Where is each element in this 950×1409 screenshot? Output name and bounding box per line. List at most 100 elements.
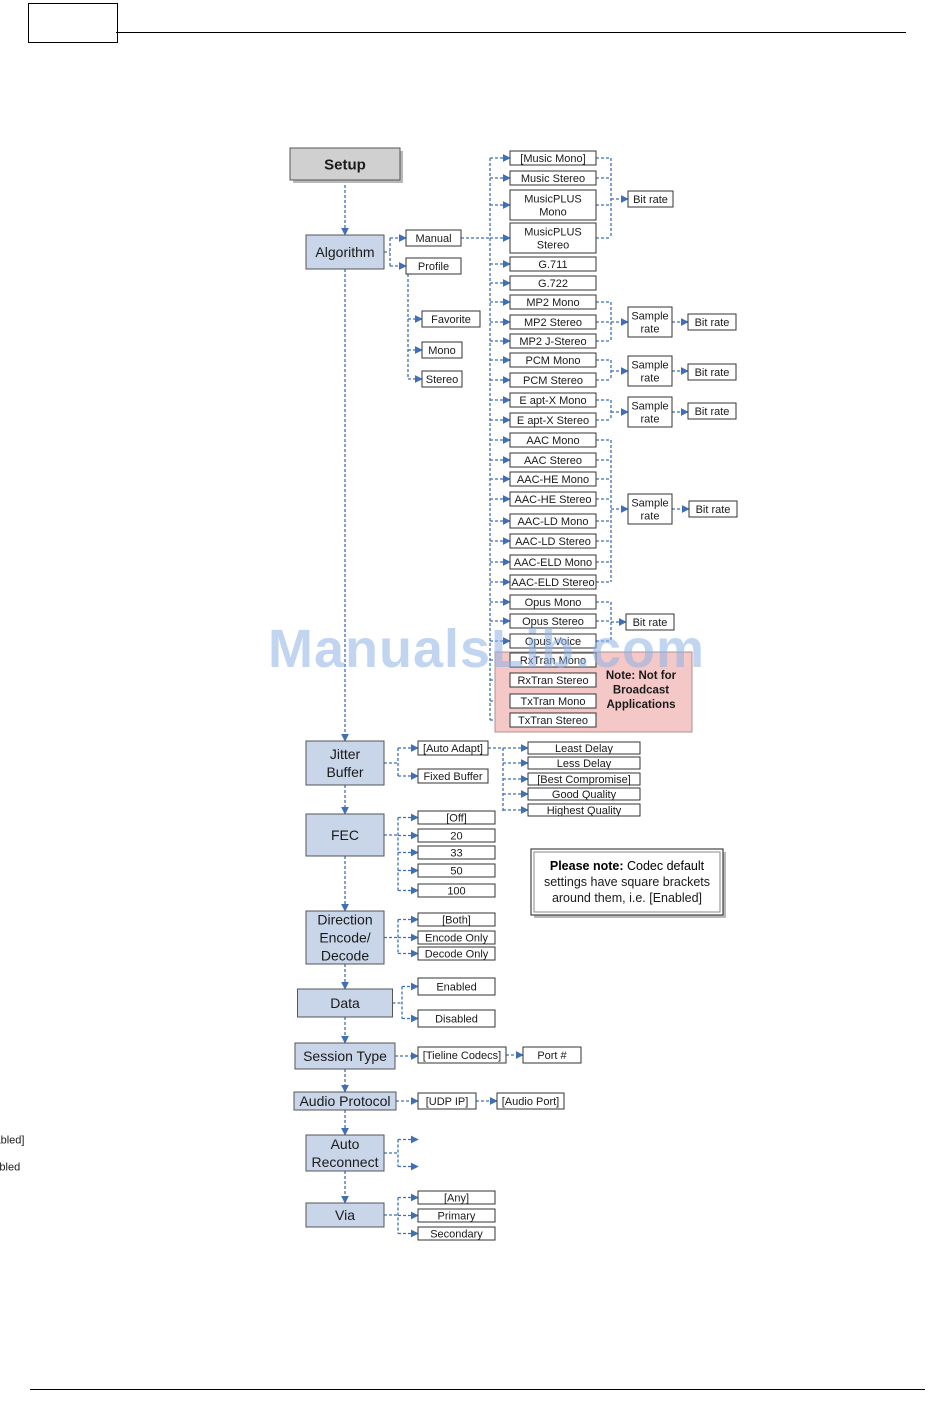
codec-option-14-label: AAC Stereo xyxy=(524,455,582,467)
main-node-setup-label: Setup xyxy=(324,156,366,173)
codec-option-2-label: Mono xyxy=(539,206,567,218)
rate-bit-5: Bit rate xyxy=(625,613,675,631)
main-node-direction-label: Direction xyxy=(317,911,372,927)
codec-option-5-label: G.722 xyxy=(538,278,568,290)
rate-sample-3-label: rate xyxy=(641,413,660,425)
codec-option-25-label: RxTran Stereo xyxy=(517,675,588,687)
codec-option-21-label: Opus Mono xyxy=(525,597,582,609)
codec-option-25: RxTran Stereo xyxy=(509,672,597,688)
direction-option-2: Decode Only xyxy=(417,946,496,961)
via-option-1-label: Primary xyxy=(438,1210,476,1222)
session-option-1-label: Port # xyxy=(537,1050,567,1062)
note-not-broadcast-text: Note: Not for xyxy=(606,670,677,682)
rate-sample-2-label: rate xyxy=(641,372,660,384)
codec-option-13-label: AAC Mono xyxy=(526,435,579,447)
codec-option-9-label: PCM Mono xyxy=(525,355,580,367)
codec-option-23: Opus Voice xyxy=(509,633,597,649)
rate-bit-3-label: Bit rate xyxy=(695,406,730,418)
codec-option-17-label: AAC-LD Mono xyxy=(518,516,589,528)
rate-sample-1-label: rate xyxy=(641,323,660,335)
rate-sample-1-label: Sample xyxy=(631,310,668,322)
codec-option-3-label: Stereo xyxy=(537,239,569,251)
please-note-box xyxy=(530,848,726,918)
main-node-session-type-label: Session Type xyxy=(303,1048,387,1064)
codec-option-6-label: MP2 Mono xyxy=(526,297,579,309)
main-node-audio-protocol-label: Audio Protocol xyxy=(299,1093,390,1109)
fec-option-2: 33 xyxy=(417,845,496,860)
profile-option-2: Stereo xyxy=(421,370,463,388)
rate-bit-4: Bit rate xyxy=(688,500,738,518)
codec-option-26-label: TxTran Mono xyxy=(520,696,585,708)
rate-bit-0: Bit rate xyxy=(627,190,674,208)
fec-option-4: 100 xyxy=(417,883,496,898)
direction-option-2-label: Decode Only xyxy=(425,948,489,960)
codec-option-20-label: AAC-ELD Stereo xyxy=(511,577,594,589)
fec-option-0-label: [Off] xyxy=(446,812,467,824)
codec-option-26: TxTran Mono xyxy=(509,693,597,709)
codec-option-14: AAC Stereo xyxy=(509,452,597,468)
via-option-0-label: [Any] xyxy=(444,1192,469,1204)
profile-option-1-label: Mono xyxy=(428,345,456,357)
codec-option-16-label: AAC-HE Stereo xyxy=(514,494,591,506)
codec-option-7-label: MP2 Stereo xyxy=(524,317,582,329)
codec-option-12-label: E apt-X Stereo xyxy=(517,415,589,427)
jitter-adapt-option-3: Good Quality xyxy=(527,787,641,801)
algorithm-mode-manual: Manual xyxy=(405,229,462,247)
profile-option-2-label: Stereo xyxy=(426,374,458,386)
codec-option-18-label: AAC-LD Stereo xyxy=(515,536,591,548)
fec-option-1-label: 20 xyxy=(450,830,462,842)
please-note-line-rest: settings have square brackets xyxy=(544,875,710,889)
data-option-1-label: Disabled xyxy=(435,1013,478,1025)
jitter-adapt-option-0-label: Least Delay xyxy=(555,743,614,755)
codec-option-1: Music Stereo xyxy=(509,170,597,186)
codec-option-10-label: PCM Stereo xyxy=(523,375,583,387)
jitter-option-0: [Auto Adapt] xyxy=(417,740,489,756)
codec-option-24: RxTran Mono xyxy=(509,652,597,668)
reconnect-option-0-label: [Disabled] xyxy=(0,1134,24,1146)
footer-rule xyxy=(30,1389,925,1390)
reconnect-option-1-label: Enabled xyxy=(0,1161,20,1173)
note-not-broadcast-text: Applications xyxy=(606,699,675,711)
jitter-adapt-option-2-label: [Best Compromise] xyxy=(537,774,631,786)
data-option-0: Enabled xyxy=(417,977,496,996)
main-node-fec-label: FEC xyxy=(331,827,359,843)
codec-option-11-label: E apt-X Mono xyxy=(519,395,586,407)
direction-option-1-label: Encode Only xyxy=(425,932,488,944)
jitter-adapt-option-4-label: Highest Quality xyxy=(547,805,622,817)
codec-option-16: AAC-HE Stereo xyxy=(509,491,597,507)
session-option-0: [Tieline Codecs] xyxy=(417,1046,507,1064)
jitter-option-1: Fixed Buffer xyxy=(417,768,489,784)
rate-sample-4-label: rate xyxy=(641,510,660,522)
main-node-audio-protocol: Audio Protocol xyxy=(293,1091,397,1111)
main-node-jitter-label: Buffer xyxy=(326,764,363,780)
codec-option-18: AAC-LD Stereo xyxy=(509,533,597,549)
codec-option-4: G.711 xyxy=(509,256,597,272)
main-node-fec: FEC xyxy=(305,813,385,857)
rate-bit-3: Bit rate xyxy=(687,402,737,420)
codec-option-8: MP2 J-Stereo xyxy=(509,333,597,349)
rate-bit-1: Bit rate xyxy=(687,313,737,331)
main-node-via-label: Via xyxy=(335,1207,355,1223)
codec-option-5: G.722 xyxy=(509,275,597,291)
jitter-adapt-option-3-label: Good Quality xyxy=(552,789,617,801)
codec-option-3-label: MusicPLUS xyxy=(524,226,581,238)
codec-option-22: Opus Stereo xyxy=(509,613,597,629)
codec-option-17: AAC-LD Mono xyxy=(509,513,597,529)
rate-sample-4-label: Sample xyxy=(631,497,668,509)
codec-option-11: E apt-X Mono xyxy=(509,392,597,408)
codec-option-13: AAC Mono xyxy=(509,432,597,448)
rate-bit-2-label: Bit rate xyxy=(695,367,730,379)
codec-option-9: PCM Mono xyxy=(509,352,597,368)
note-not-broadcast-text: Broadcast xyxy=(613,685,669,697)
algorithm-mode-profile-label: Profile xyxy=(418,261,449,273)
codec-option-15: AAC-HE Mono xyxy=(509,471,597,487)
codec-option-2-label: MusicPLUS xyxy=(524,193,581,205)
jitter-adapt-option-1-label: Less Delay xyxy=(557,758,612,770)
data-option-1: Disabled xyxy=(417,1009,496,1028)
